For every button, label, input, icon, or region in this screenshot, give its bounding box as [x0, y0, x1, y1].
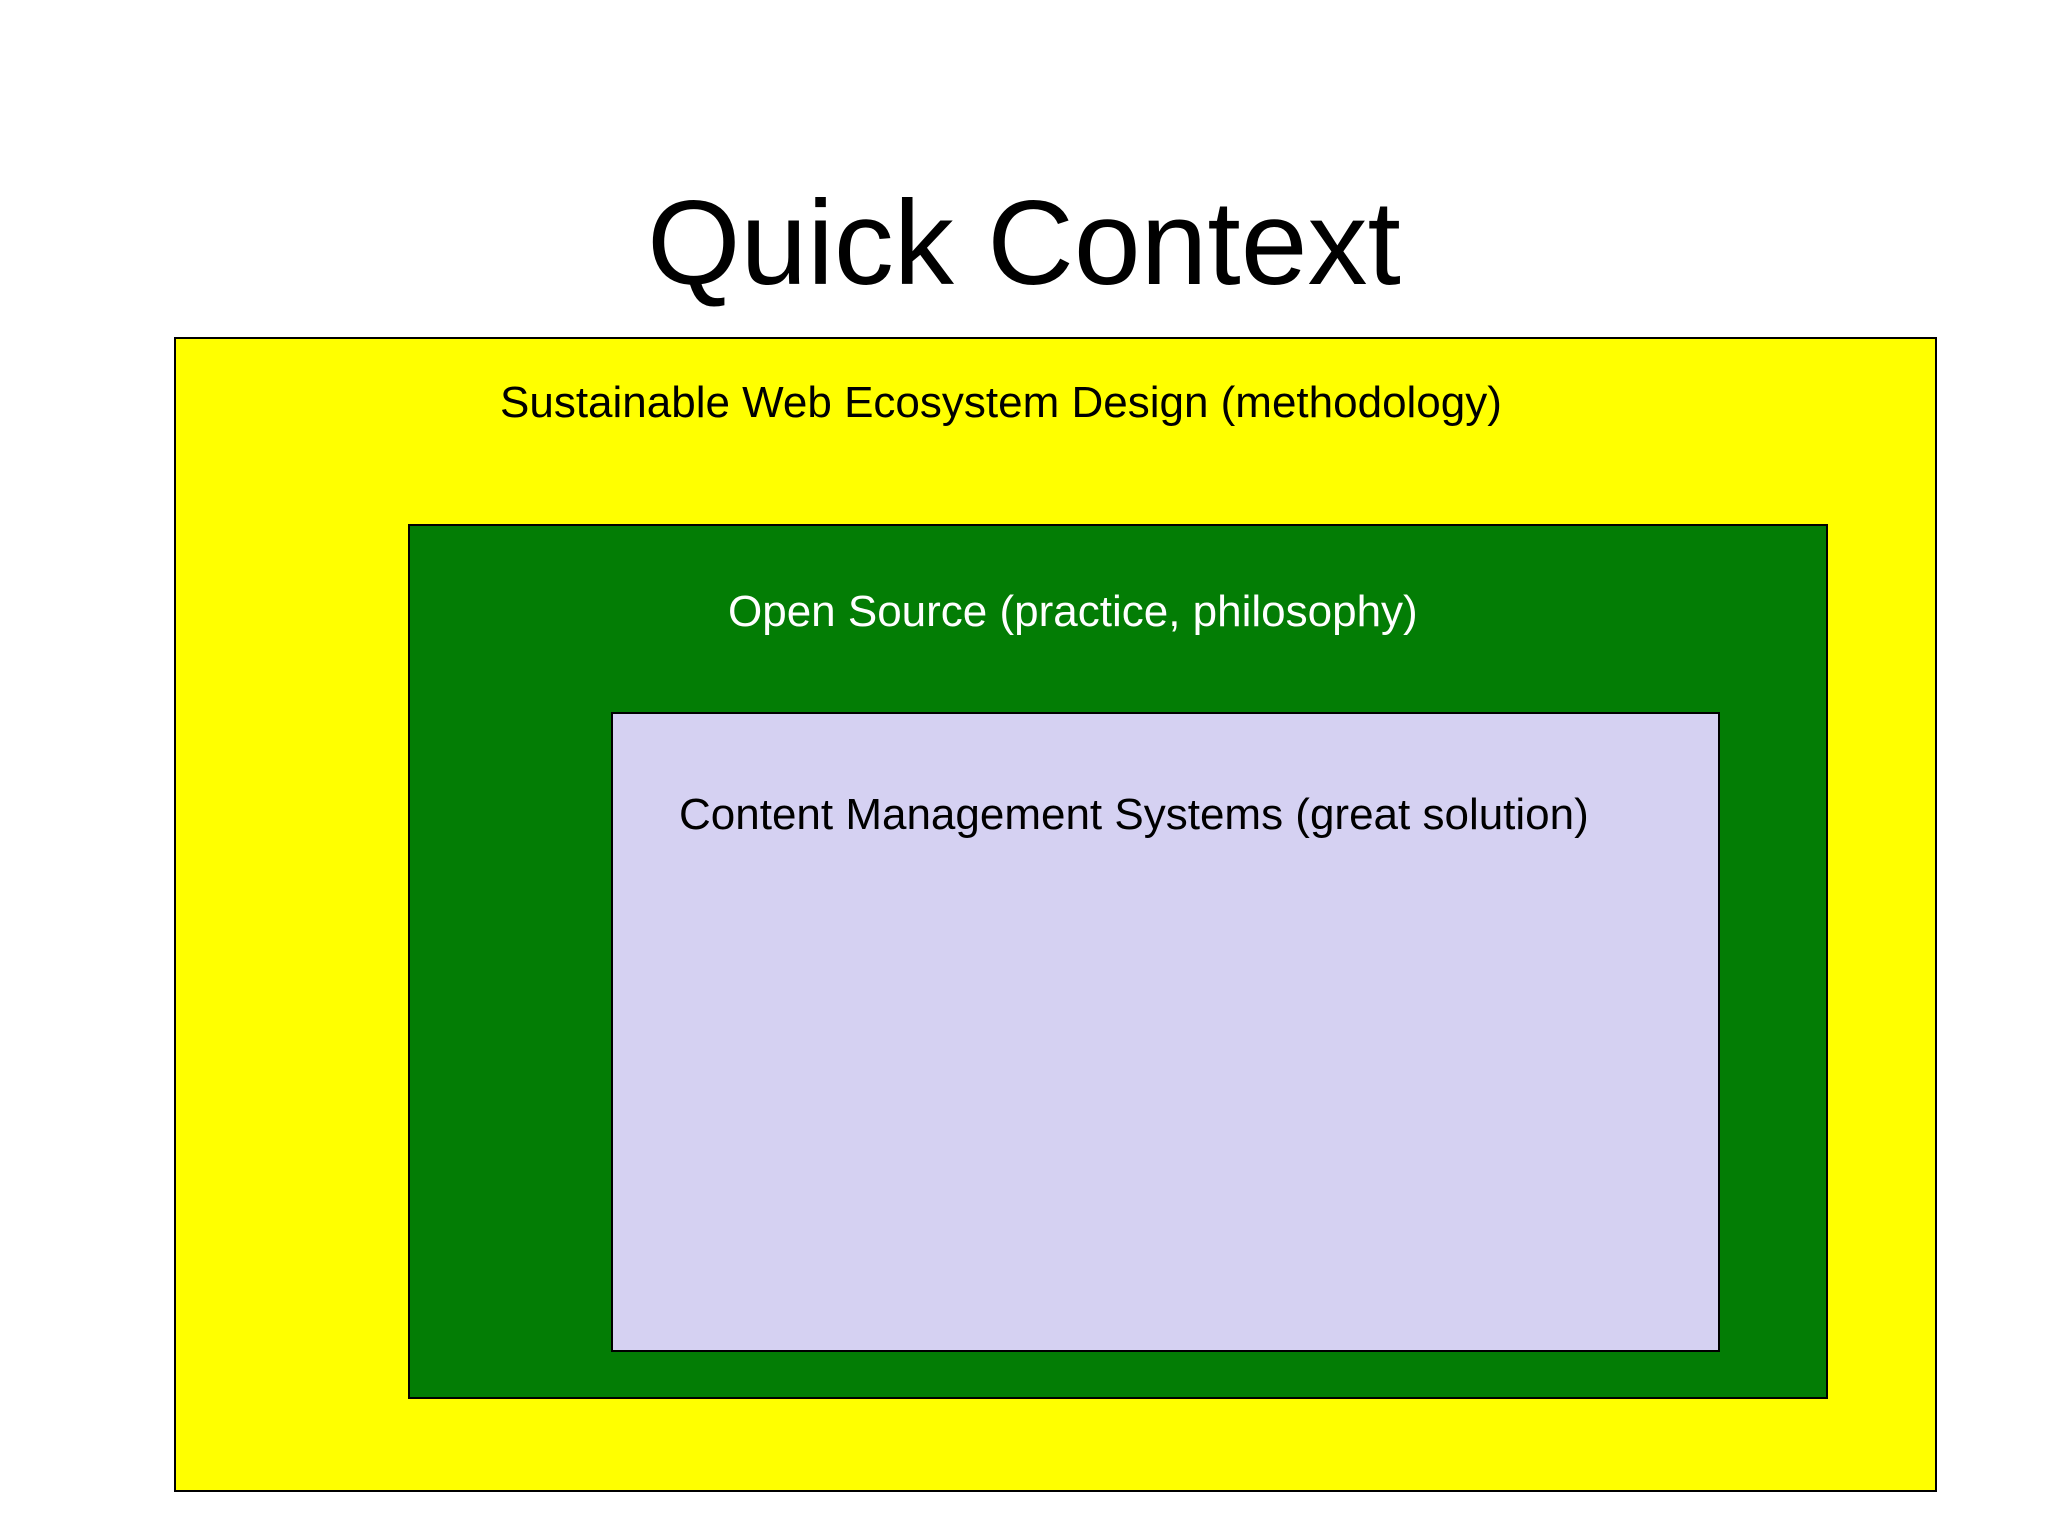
inner-box-label: Content Management Systems (great soluti… — [679, 790, 1589, 839]
inner-box-cms — [611, 712, 1720, 1352]
outer-box-label: Sustainable Web Ecosystem Design (method… — [500, 378, 1502, 427]
middle-box-label: Open Source (practice, philosophy) — [728, 587, 1418, 636]
slide-title: Quick Context — [647, 176, 1401, 310]
